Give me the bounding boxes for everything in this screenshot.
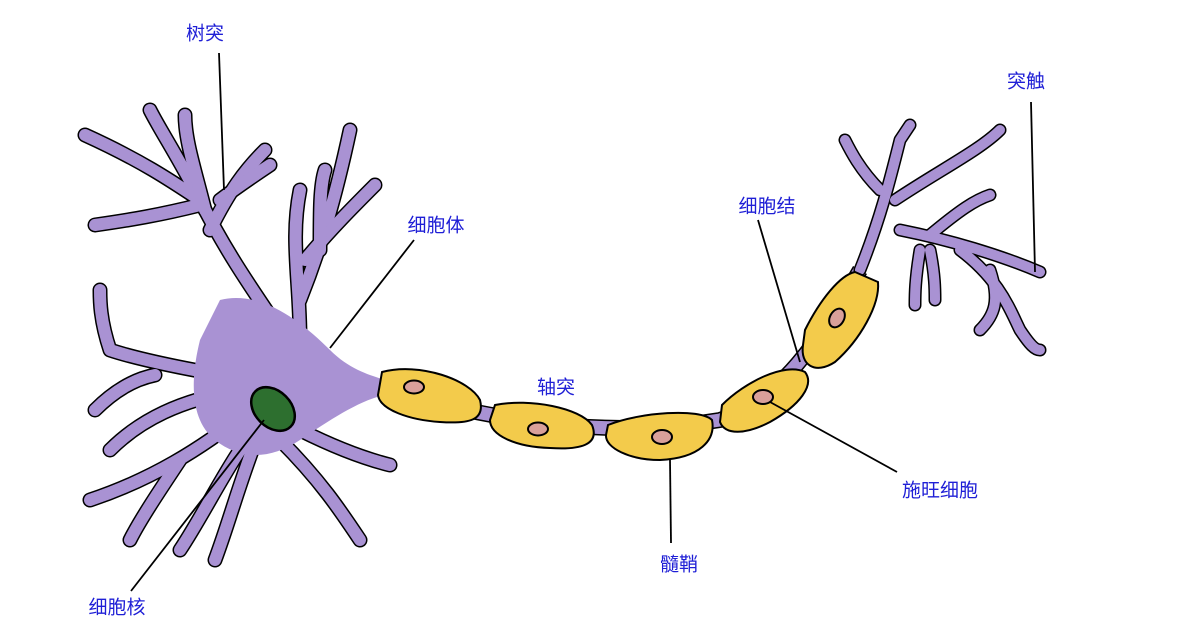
branch (975, 265, 1001, 335)
branch (955, 245, 1045, 355)
branch (294, 424, 396, 471)
schwann-nucleus (403, 379, 425, 395)
leader-lines (130, 52, 1036, 592)
branch (895, 225, 1045, 277)
branch (855, 120, 915, 275)
branch (124, 454, 186, 546)
branch (910, 245, 925, 310)
label-axon: 轴突 (536, 376, 576, 399)
label-dendrite: 树突 (185, 22, 225, 45)
schwann-nucleus (651, 429, 673, 445)
branch (289, 184, 306, 346)
schwann-nucleus (752, 389, 774, 405)
label-node: 细胞结 (738, 195, 796, 218)
branch (274, 434, 366, 546)
myelin-sheath (376, 270, 880, 462)
soma (193, 298, 385, 455)
branch (294, 124, 356, 306)
axon-terminals (838, 118, 1047, 357)
branch (299, 179, 381, 266)
label-nucleus: 细胞核 (88, 596, 146, 619)
branch (89, 369, 161, 416)
cell-nucleus (249, 385, 297, 433)
label-synapse: 突触 (1006, 70, 1046, 93)
branch (890, 125, 1005, 205)
branch (925, 190, 995, 240)
branch (79, 129, 206, 206)
label-myelin: 髓鞘 (659, 553, 699, 576)
branch (214, 159, 276, 206)
branch (89, 199, 206, 231)
schwann-nucleus (828, 307, 846, 329)
label-soma: 细胞体 (407, 214, 465, 237)
branch (314, 164, 331, 256)
label-schwann-cell: 施旺细胞 (901, 479, 979, 502)
branch (925, 245, 940, 305)
branch (179, 109, 211, 216)
schwann-cell-1 (376, 368, 482, 424)
schwann-nucleus (527, 421, 549, 437)
branch (840, 135, 885, 195)
